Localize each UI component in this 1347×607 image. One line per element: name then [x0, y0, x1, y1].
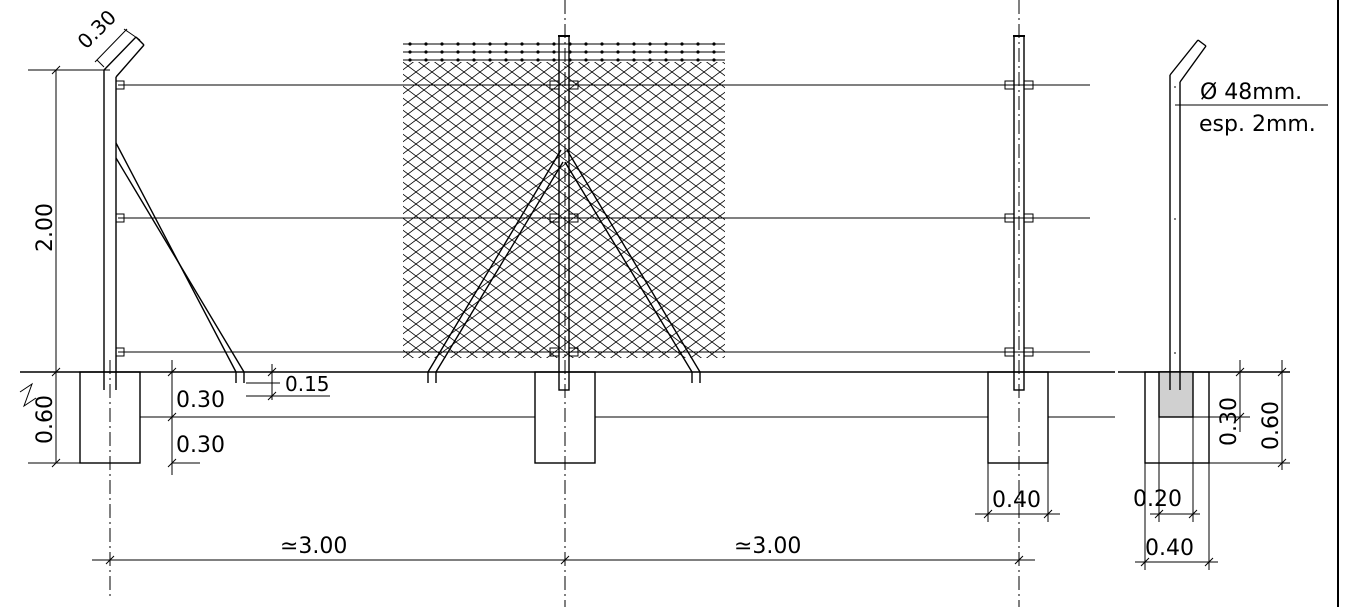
dim-strut-footing-1-label: 0.30	[176, 388, 225, 413]
barb	[424, 42, 428, 46]
barb	[648, 50, 652, 54]
barb	[472, 50, 476, 54]
barb	[424, 58, 428, 62]
barb	[664, 42, 668, 46]
barb	[488, 42, 492, 46]
barb	[536, 58, 540, 62]
barb	[584, 58, 588, 62]
barb	[616, 50, 620, 54]
barb	[664, 50, 668, 54]
barb	[424, 50, 428, 54]
barb	[680, 50, 684, 54]
barb	[712, 58, 716, 62]
barb	[680, 42, 684, 46]
post-spec: Ø 48mm. esp. 2mm.	[1199, 80, 1316, 137]
barb	[520, 50, 524, 54]
dim-section-depth-1-label: 0.30	[1217, 397, 1242, 446]
dim-foundation-depth: 0.60	[28, 372, 80, 468]
barb	[648, 58, 652, 62]
barb	[632, 42, 636, 46]
diagonal-strut	[115, 142, 245, 383]
barb	[600, 42, 604, 46]
barbed-wire	[403, 42, 725, 62]
barb	[712, 42, 716, 46]
center-struts	[427, 149, 701, 383]
chain-link-mesh	[403, 62, 725, 358]
barb	[488, 50, 492, 54]
barb	[616, 58, 620, 62]
barb	[504, 50, 508, 54]
barb	[696, 50, 700, 54]
foundation-right	[987, 371, 1049, 464]
barb	[472, 42, 476, 46]
barb	[664, 58, 668, 62]
barb	[440, 58, 444, 62]
barb	[712, 50, 716, 54]
dim-span-right-label: ≃3.00	[734, 534, 801, 559]
barb	[504, 42, 508, 46]
barb	[520, 58, 524, 62]
barb	[472, 58, 476, 62]
dim-strut-embed-label: 0.15	[285, 372, 330, 396]
barb	[584, 42, 588, 46]
dim-span-left-label: ≃3.00	[280, 534, 347, 559]
barb	[456, 58, 460, 62]
barb	[632, 50, 636, 54]
center-post	[549, 35, 579, 391]
end-post	[103, 36, 145, 390]
barb	[456, 42, 460, 46]
barb	[536, 42, 540, 46]
concrete-core	[1158, 371, 1194, 418]
barb	[616, 42, 620, 46]
dim-arm-label: 0.30	[73, 5, 121, 53]
dim-section-depths: 0.30 0.60	[1193, 360, 1290, 470]
dim-height: 2.00	[28, 65, 110, 377]
barb	[696, 42, 700, 46]
dim-strut-footing: 0.30 0.30	[167, 360, 225, 475]
barb	[440, 50, 444, 54]
dim-section-inner-label: 0.20	[1133, 487, 1182, 512]
barb	[536, 50, 540, 54]
barb	[520, 42, 524, 46]
dim-spans: ≃3.00 ≃3.00	[92, 534, 1035, 565]
intermediate-post	[1004, 35, 1034, 391]
barb	[552, 58, 556, 62]
barb	[456, 50, 460, 54]
barb	[408, 42, 412, 46]
dim-strut-embed: 0.15	[246, 364, 330, 401]
section-view	[1144, 39, 1328, 464]
barb	[584, 50, 588, 54]
dim-arm: 0.30	[73, 5, 141, 68]
barb	[440, 42, 444, 46]
dim-strut-footing-2-label: 0.30	[176, 433, 225, 458]
dim-footing-width-label: 0.40	[992, 488, 1041, 513]
barb	[648, 42, 652, 46]
barb	[680, 58, 684, 62]
dim-foundation-depth-label: 0.60	[33, 395, 58, 444]
barb	[552, 42, 556, 46]
barb	[408, 50, 412, 54]
post-thickness-label: esp. 2mm.	[1199, 112, 1316, 137]
barb	[600, 58, 604, 62]
dim-section-widths: 0.20 0.40	[1133, 417, 1218, 570]
barb	[408, 58, 412, 62]
barb	[488, 58, 492, 62]
dim-section-width-label: 0.40	[1145, 536, 1194, 561]
barb	[600, 50, 604, 54]
dim-footing-width: 0.40	[975, 463, 1060, 522]
barb	[504, 58, 508, 62]
barb	[696, 58, 700, 62]
dim-section-depth-2-label: 0.60	[1259, 401, 1284, 450]
barb	[552, 50, 556, 54]
dim-height-label: 2.00	[33, 203, 58, 252]
barb	[632, 58, 636, 62]
post-diameter-label: Ø 48mm.	[1200, 80, 1302, 105]
